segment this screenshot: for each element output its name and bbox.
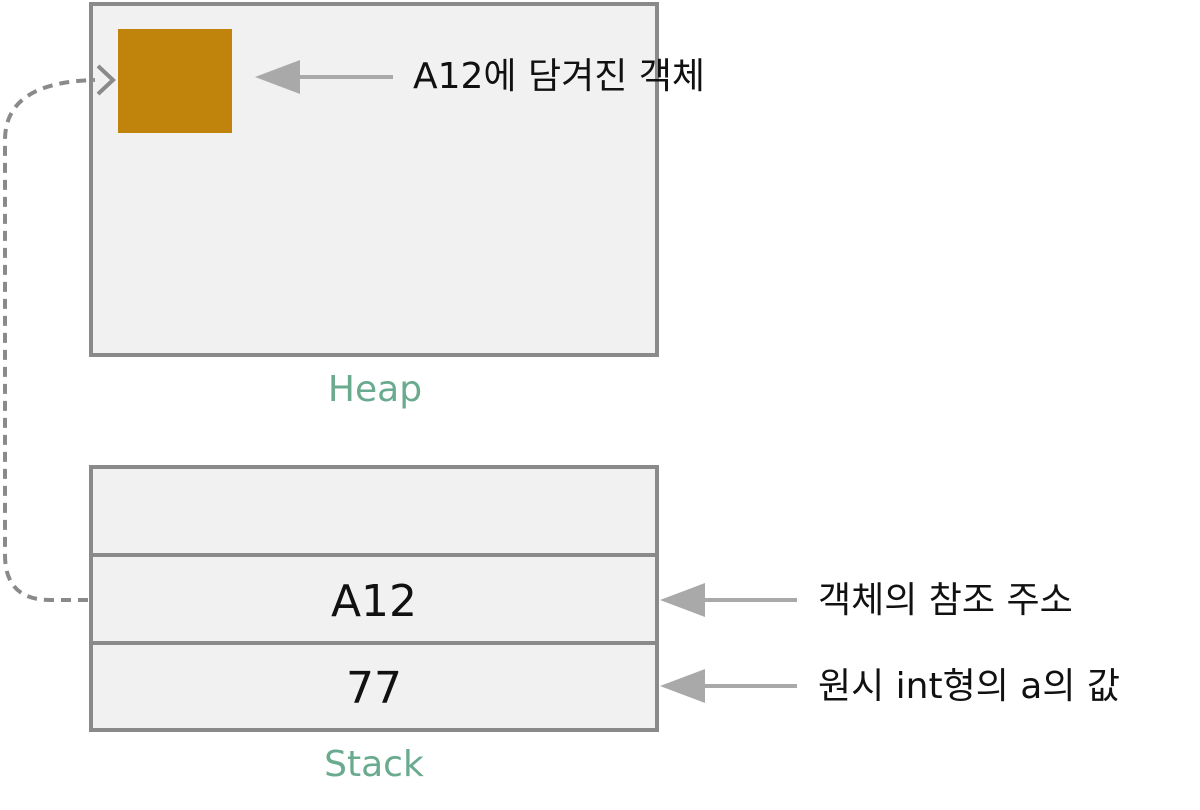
reference-annotation: 객체의 참조 주소 [818,580,1073,621]
primitive-annotation-arrow [660,669,797,703]
heap-label: Heap [328,369,422,410]
stack-label: Stack [324,744,424,785]
reference-pointer-arrow [3,64,116,602]
stack-cell-primitive: 77 [346,663,402,714]
stack-cell-reference: A12 [331,576,417,627]
heap-object [118,29,232,133]
stack-box [89,465,659,732]
primitive-annotation: 원시 int형의 a의 값 [818,666,1120,707]
heap-object-arrow [255,60,393,94]
reference-annotation-arrow [660,583,797,617]
heap-object-annotation: A12에 담겨진 객체 [413,56,705,97]
